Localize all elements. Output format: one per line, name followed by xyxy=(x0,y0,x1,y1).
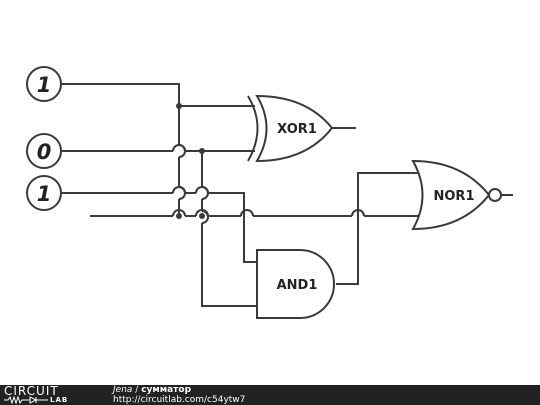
junction-dot xyxy=(199,148,205,154)
wire-in3 xyxy=(62,192,257,263)
logo-lab-text: LAB xyxy=(50,396,69,404)
xor-gate[interactable]: XOR1 xyxy=(247,94,334,163)
nor-gate[interactable]: NOR1 xyxy=(411,159,502,231)
xor-gate-back-curve xyxy=(247,95,259,162)
and-gate-label: AND1 xyxy=(277,278,318,293)
logo-text-top: CIRCUIT xyxy=(4,384,59,398)
junction-dot xyxy=(199,213,205,219)
nor-gate-bubble xyxy=(488,188,502,202)
and-gate-body xyxy=(256,249,335,319)
input-2-circle xyxy=(26,133,62,169)
input-3-circle xyxy=(26,175,62,211)
wire-in3-hop2 xyxy=(195,186,209,194)
input-1-value: 1 xyxy=(37,73,52,97)
footer-bar: CIRCUIT LAB Jena / сумматор http://circu… xyxy=(0,385,540,405)
circuitlab-logo[interactable]: CIRCUIT LAB xyxy=(4,384,96,404)
logo-text-bottom: LAB xyxy=(4,396,96,404)
junction-dot xyxy=(176,213,182,219)
wire-in3-hop1 xyxy=(172,186,186,194)
xor-gate-label: XOR1 xyxy=(277,122,317,137)
input-2-value: 0 xyxy=(37,140,52,164)
author-name[interactable]: Jena xyxy=(113,385,133,395)
wires xyxy=(62,83,513,307)
wire-and-out xyxy=(336,172,420,285)
input-3[interactable]: 1 xyxy=(26,175,62,211)
circuit-name[interactable]: сумматор xyxy=(141,385,192,395)
wire-in2-down xyxy=(201,151,257,307)
wire-carry-hop1 xyxy=(172,209,186,217)
input-1-circle xyxy=(26,66,62,102)
input-1[interactable]: 1 xyxy=(26,66,62,102)
wire-in1 xyxy=(62,83,255,107)
junction-dot xyxy=(176,103,182,109)
wire-carry-hop2 xyxy=(195,209,209,217)
input-2[interactable]: 0 xyxy=(26,133,62,169)
nor-gate-body xyxy=(411,159,491,231)
input-3-value: 1 xyxy=(37,182,52,206)
wire-carry-hop3 xyxy=(240,209,254,217)
wire-in2-hop xyxy=(172,144,186,152)
and-gate[interactable]: AND1 xyxy=(256,249,335,319)
nor-gate-label: NOR1 xyxy=(434,189,475,204)
circuit-diagram: 1 0 1 XOR1 NOR1 AND1 xyxy=(26,66,513,319)
resistor-diode-icon xyxy=(4,396,48,404)
xor-gate-body xyxy=(255,94,334,163)
title-separator: / xyxy=(132,385,142,395)
circuit-title-line: Jena / сумматор xyxy=(113,385,191,395)
circuit-url[interactable]: http://circuitlab.com/c54ytw7 xyxy=(113,395,246,405)
